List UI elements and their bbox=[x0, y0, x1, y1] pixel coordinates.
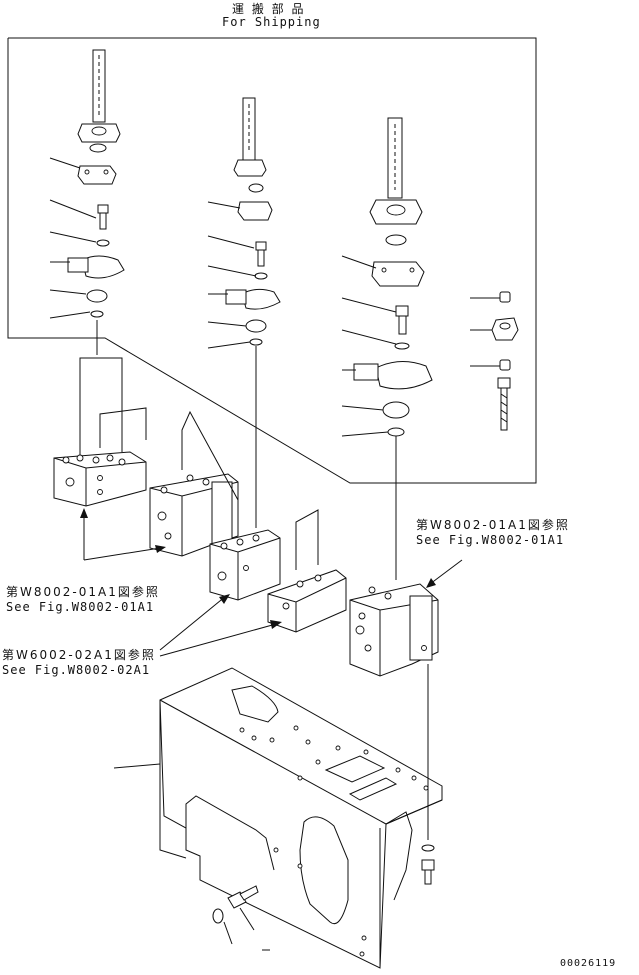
ref-2-jp[interactable]: 第W8002-01A1図参照 bbox=[6, 585, 160, 599]
half-flange-3 bbox=[353, 361, 433, 390]
split-flange-3 bbox=[371, 261, 425, 287]
half-flange-1 bbox=[67, 255, 125, 279]
ref-3-jp[interactable]: 第W6002-02A1図参照 bbox=[2, 648, 156, 662]
stud-bolt bbox=[497, 377, 511, 431]
plug-2 bbox=[245, 319, 267, 333]
hose-assembly-3 bbox=[369, 117, 423, 225]
ref-1-jp[interactable]: 第W8002-01A1図参照 bbox=[416, 518, 570, 532]
o-ring-1b bbox=[90, 310, 104, 318]
plug-3 bbox=[382, 401, 410, 419]
o-ring-3a bbox=[385, 234, 407, 246]
manifold-block-1 bbox=[53, 357, 147, 507]
washer-2 bbox=[254, 272, 268, 280]
nut-hex bbox=[491, 317, 519, 341]
frame-bracket bbox=[113, 667, 443, 969]
manifold-block-3 bbox=[209, 529, 281, 601]
split-flange-1 bbox=[77, 165, 117, 185]
washer-3 bbox=[394, 342, 410, 350]
drawing-number: 00026119 bbox=[560, 958, 617, 969]
o-ring-3b bbox=[387, 427, 405, 437]
manifold-block-2 bbox=[149, 410, 239, 557]
ref-3-en[interactable]: See Fig.W8002-02A1 bbox=[2, 663, 151, 677]
hose-assembly-1 bbox=[77, 49, 121, 143]
o-ring-2b bbox=[249, 338, 263, 346]
o-ring-1a bbox=[89, 143, 107, 153]
shipping-title-jp: 運 搬 部 品 bbox=[232, 2, 306, 16]
bolt-2 bbox=[255, 241, 267, 267]
bolt-1 bbox=[97, 204, 109, 230]
bolt-3 bbox=[395, 305, 409, 335]
shipping-boundary bbox=[7, 37, 537, 484]
ref-arrows bbox=[80, 508, 463, 657]
ref-2-en[interactable]: See Fig.W8002-01A1 bbox=[6, 600, 155, 614]
washer-frame-2 bbox=[212, 908, 224, 924]
half-flange-2 bbox=[225, 288, 281, 310]
manifold-block-5 bbox=[349, 583, 439, 677]
o-ring-2a bbox=[248, 183, 264, 193]
bolt-frame-2 bbox=[227, 885, 259, 909]
cap-small-2 bbox=[499, 359, 511, 371]
split-flange-2 bbox=[237, 201, 273, 221]
shipping-title-en: For Shipping bbox=[222, 15, 321, 29]
washer-1 bbox=[96, 239, 110, 247]
hose-assembly-2 bbox=[233, 97, 267, 177]
washer-frame-1 bbox=[421, 844, 435, 852]
ref-1-en[interactable]: See Fig.W8002-01A1 bbox=[416, 533, 565, 547]
manifold-block-4 bbox=[267, 509, 347, 633]
plug-1 bbox=[86, 289, 108, 303]
bolt-frame-1 bbox=[421, 859, 435, 885]
cap-small-1 bbox=[499, 291, 511, 303]
